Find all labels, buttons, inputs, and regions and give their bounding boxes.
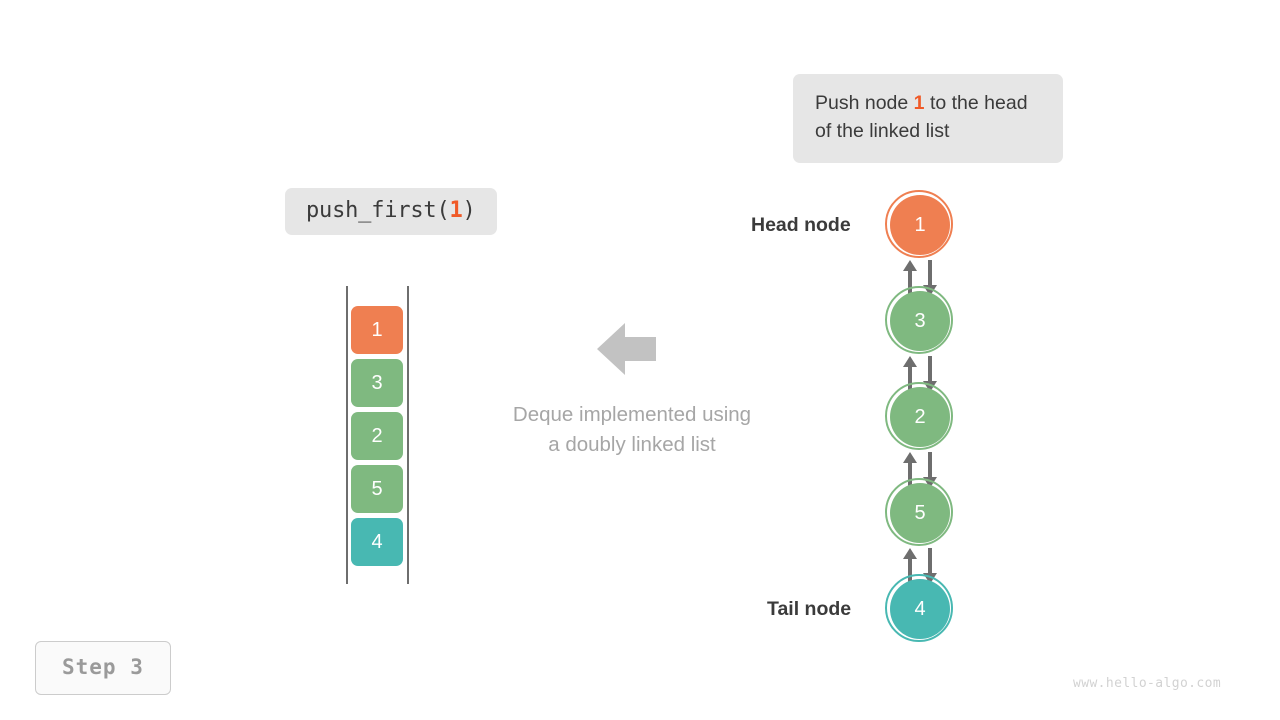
list-node-value: 5 — [914, 502, 926, 524]
code-suffix: ) — [462, 198, 476, 223]
head-node-label: Head node — [751, 214, 851, 236]
array-cell-5: 5 — [351, 465, 403, 513]
array-cell-4: 4 — [351, 518, 403, 566]
doubly-linked-list: 1 3 2 5 4 — [860, 180, 1000, 650]
caption-line-1: Deque implemented using — [512, 403, 752, 426]
list-node-5: 5 — [885, 478, 953, 546]
code-prefix: push_first( — [306, 198, 450, 223]
step-badge: Step 3 — [35, 641, 171, 695]
list-node-value: 1 — [914, 214, 926, 236]
callout-highlight-value: 1 — [913, 92, 925, 114]
diagram-caption: Deque implemented using a doubly linked … — [462, 400, 802, 459]
array-cell-1: 1 — [351, 306, 403, 354]
callout-bubble: Push node 1 to the head of the linked li… — [793, 74, 1063, 164]
array-cell-value: 5 — [371, 478, 383, 500]
array-cell-3: 3 — [351, 359, 403, 407]
array-rail-left — [346, 286, 348, 584]
watermark: www.hello-algo.com — [1073, 676, 1222, 691]
array-cell-value: 3 — [371, 372, 383, 394]
list-node-4: 4 — [885, 574, 953, 642]
array-rail-right — [407, 286, 409, 584]
deque-array-column: 1 3 2 5 4 — [340, 282, 420, 592]
array-cell-value: 2 — [371, 425, 383, 447]
code-argument: 1 — [449, 198, 463, 223]
left-arrow-icon — [597, 322, 657, 381]
list-node-2: 2 — [885, 382, 953, 450]
array-cell-value: 1 — [371, 319, 383, 341]
callout-text-before: Push node — [815, 92, 914, 114]
list-node-value: 4 — [914, 598, 926, 620]
callout-text-after: to the head of the linked list — [815, 92, 1028, 142]
array-cell-value: 4 — [371, 531, 383, 553]
list-node-3: 3 — [885, 286, 953, 354]
operation-code-pill: push_first(1) — [285, 188, 497, 235]
list-node-value: 3 — [914, 310, 926, 332]
tail-node-label: Tail node — [767, 598, 852, 620]
array-cell-2: 2 — [351, 412, 403, 460]
list-node-1: 1 — [885, 190, 953, 258]
caption-line-2: a doubly linked list — [548, 432, 716, 456]
list-node-value: 2 — [914, 406, 926, 428]
